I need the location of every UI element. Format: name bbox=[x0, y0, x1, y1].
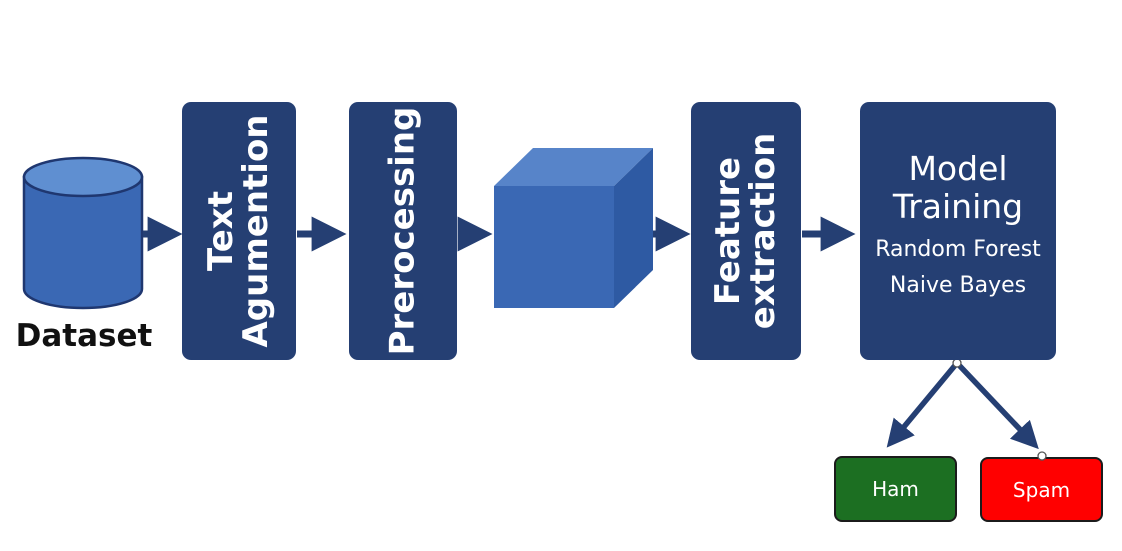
model-training-block: Model Training Random Forest Naive Bayes bbox=[860, 102, 1056, 360]
algorithm-random-forest: Random Forest bbox=[875, 237, 1041, 262]
arrow-model-to-ham bbox=[886, 361, 960, 448]
arrow-model-to-spam bbox=[955, 361, 1039, 450]
model-training-title: Model Training bbox=[860, 150, 1056, 226]
dataset-label: Dataset bbox=[15, 318, 153, 354]
spam-output-box: Spam bbox=[980, 457, 1103, 522]
feature-extraction-block: Feature extraction bbox=[691, 102, 801, 360]
text-augmentation-block: Text Agumention bbox=[182, 102, 296, 360]
spam-input-node bbox=[1037, 451, 1047, 461]
model-title-line-1: Model bbox=[908, 149, 1008, 188]
ham-output-box: Ham bbox=[834, 456, 957, 522]
dataset-cylinder-icon bbox=[22, 156, 144, 310]
algorithm-naive-bayes: Naive Bayes bbox=[889, 273, 1027, 298]
model-algorithms-list: Random Forest Naive Bayes bbox=[860, 232, 1056, 304]
preprocessing-block: Prerocessing bbox=[349, 102, 457, 360]
model-title-line-2: Training bbox=[892, 187, 1024, 226]
vector-cube-icon bbox=[494, 148, 653, 308]
